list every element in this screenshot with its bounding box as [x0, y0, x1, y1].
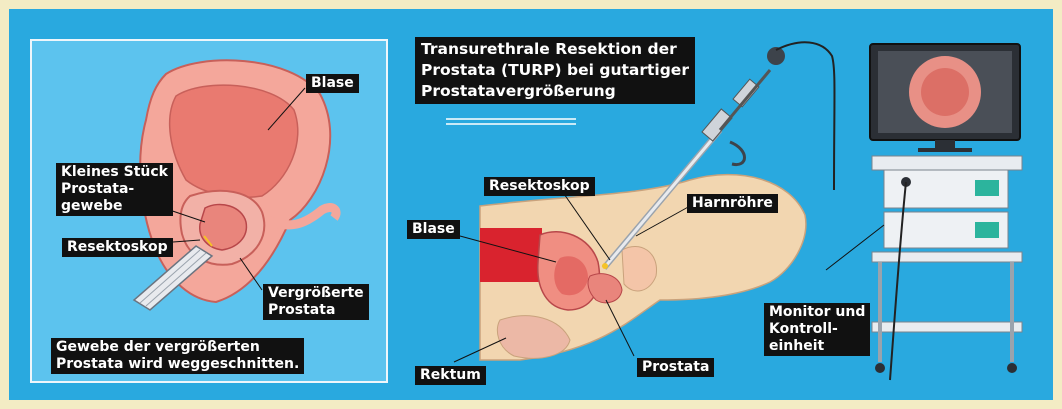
figure-title: Transurethrale Resektion der Prostata (T… [415, 37, 695, 104]
left-prostata-tissue [200, 204, 247, 250]
label-harnroehre: Harnröhre [687, 194, 778, 213]
left-bladder-inner [170, 85, 298, 197]
label-blase-right: Blase [407, 220, 460, 239]
label-monitor-kontrolleinheit: Monitor und Kontroll- einheit [764, 303, 870, 356]
label-kleines-stueck: Kleines Stück Prostata- gewebe [56, 163, 173, 216]
monitor-unit [870, 44, 1020, 152]
left-caption: Gewebe der vergrößerten Prostata wird we… [51, 338, 304, 374]
label-resektoskop-left: Resektoskop [62, 238, 173, 257]
label-blase-left: Blase [306, 74, 359, 93]
label-rektum: Rektum [415, 366, 486, 385]
label-vergroesserte-prostata: Vergrößerte Prostata [263, 284, 369, 320]
red-tissue-block [480, 228, 542, 282]
label-prostata: Prostata [637, 358, 714, 377]
label-resektoskop-right: Resektoskop [484, 177, 595, 196]
